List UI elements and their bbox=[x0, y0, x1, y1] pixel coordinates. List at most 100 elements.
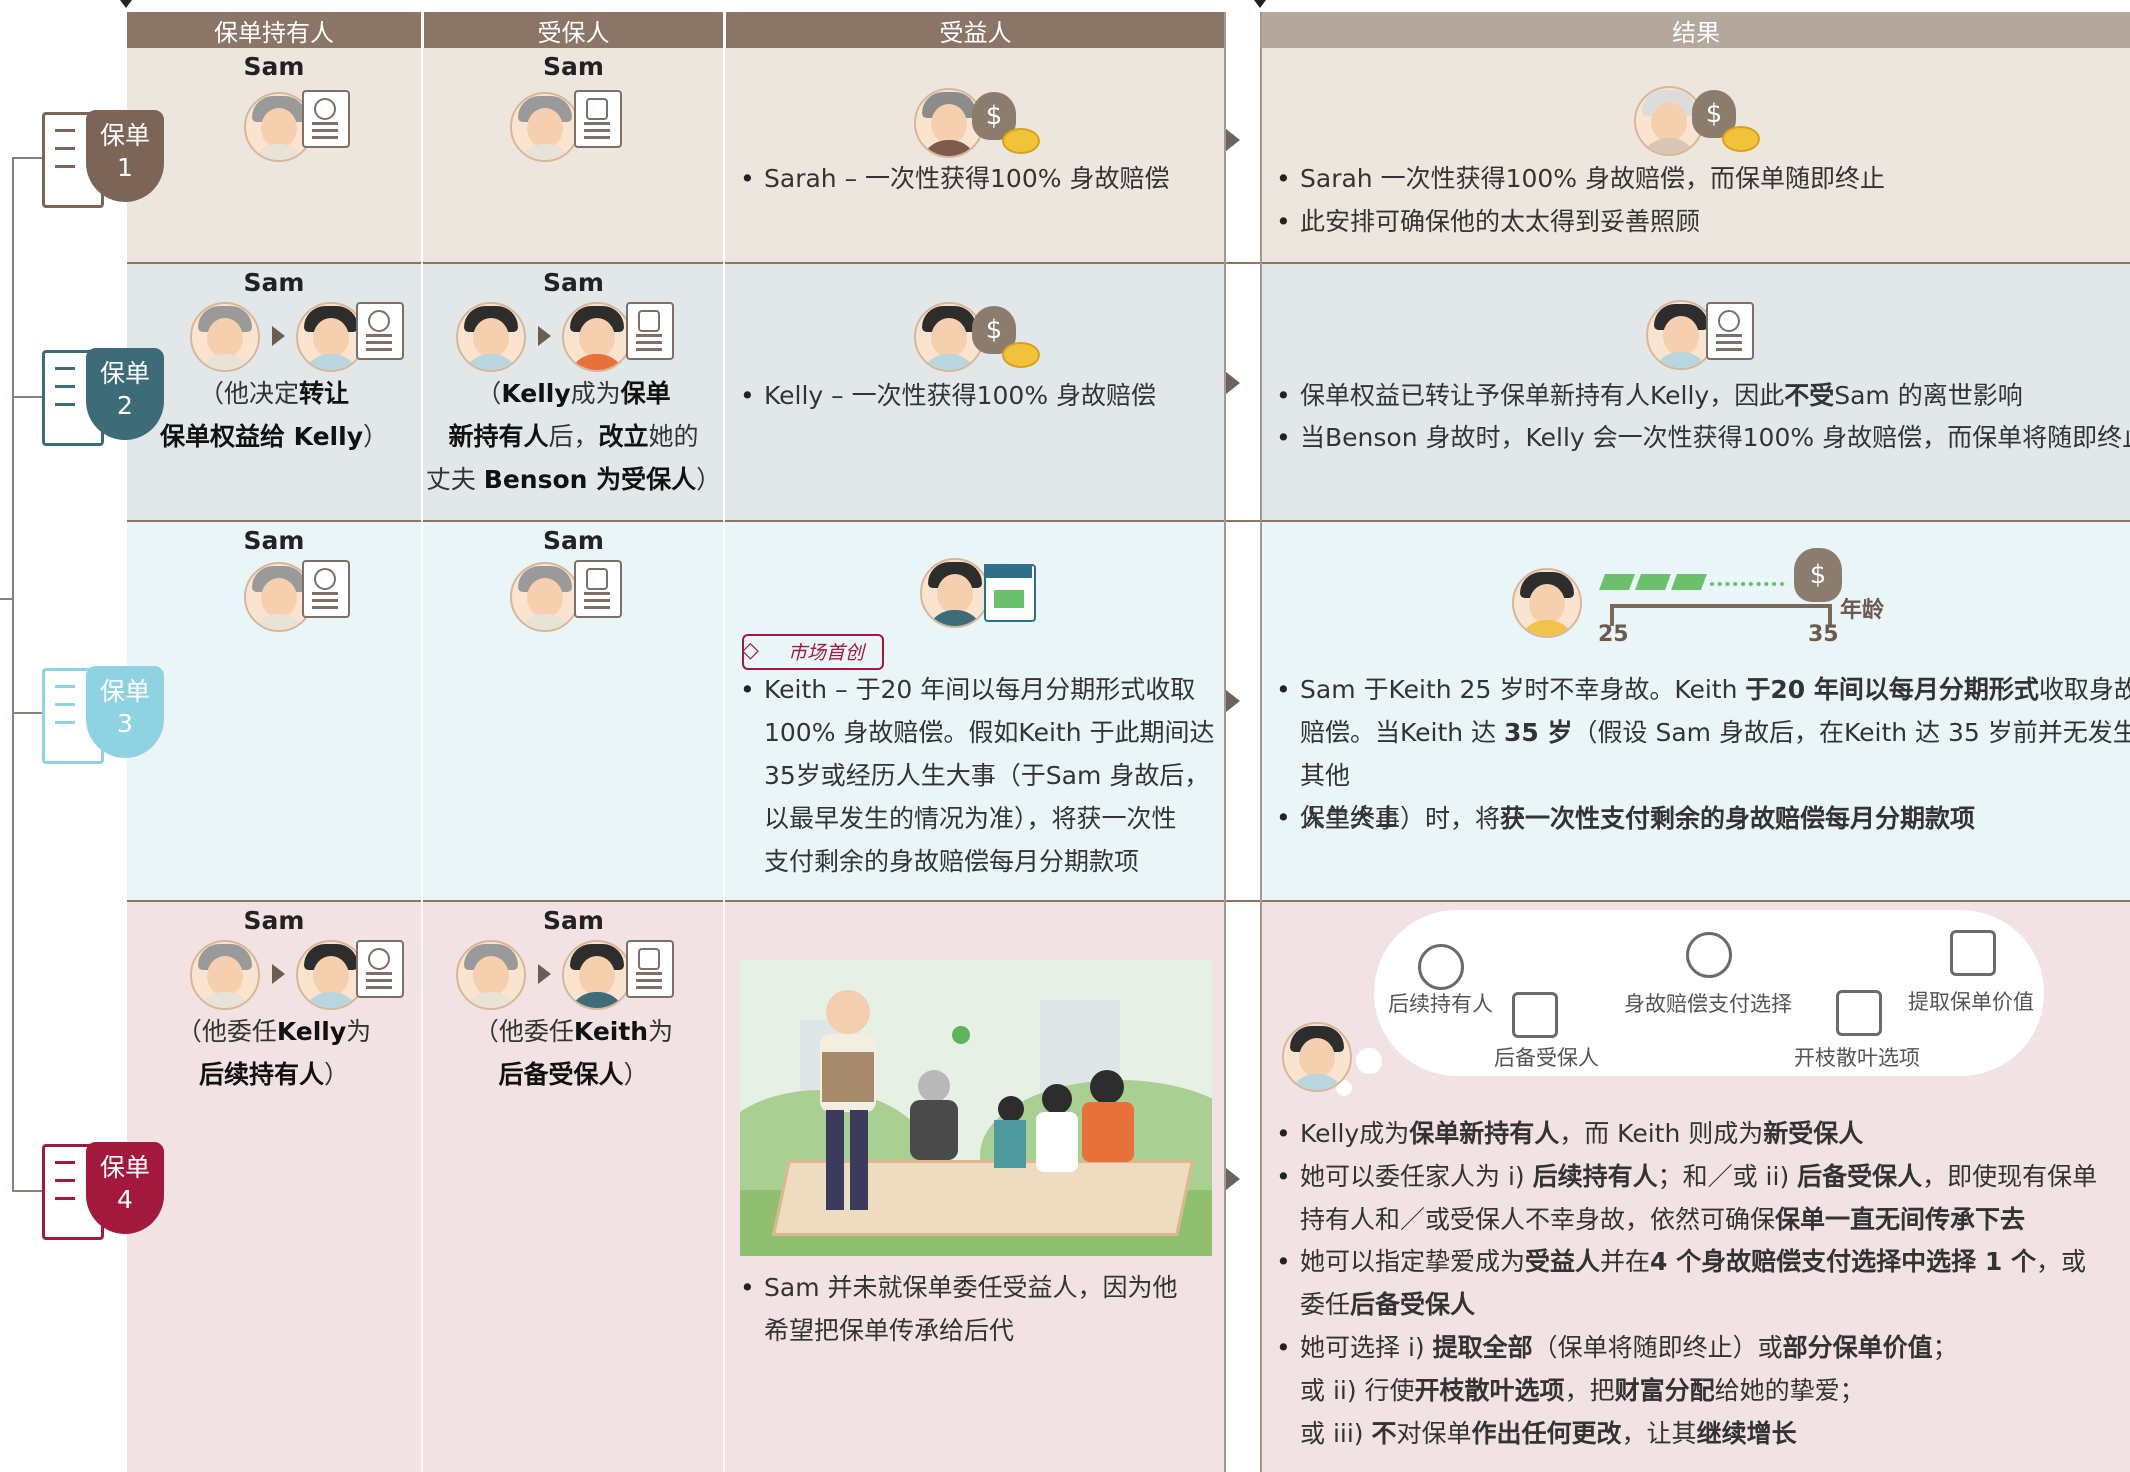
row-2-arrow bbox=[1226, 372, 1240, 394]
insurance-shield-document-icon bbox=[626, 302, 674, 360]
sarah-avatar bbox=[1634, 86, 1704, 156]
result-bullet: 她可以委任家人为 i) 后续持有人；和／或 ii) 后备受保人，即使现有保单 持… bbox=[1274, 1155, 2130, 1241]
policyholder-note: （他决定转让保单权益给 Kelly） bbox=[159, 379, 389, 451]
split-option-label: 开枝散叶选项 bbox=[1794, 1046, 1920, 1070]
transfer-arrow-icon bbox=[538, 964, 551, 984]
top-marker-right bbox=[1254, 0, 1266, 8]
beneficiary-bullet: Kelly – 一次性获得100% 身故赔偿 bbox=[738, 374, 1234, 417]
payout-options-icon bbox=[1686, 932, 1732, 978]
policyholder-note: （他委任Kelly为后续持有人） bbox=[176, 1017, 372, 1089]
market-first-tag-label: 市场首创 bbox=[788, 642, 865, 664]
beneficiary-bullet: Sarah – 一次性获得100% 身故赔偿 bbox=[738, 157, 1234, 200]
row-divider-1 bbox=[127, 262, 2130, 264]
kelly-avatar bbox=[1282, 1022, 1352, 1092]
beneficiary-bullet: Sam 并未就保单委任受益人，因为他 希望把保单传承给后代 bbox=[738, 1266, 1244, 1352]
result-bullet: 保单终止 bbox=[1274, 796, 2130, 839]
kelly-avatar bbox=[456, 302, 526, 372]
age-timeline bbox=[1610, 604, 1832, 626]
policyholder-name: Sam bbox=[243, 906, 305, 935]
policy-number: 3 bbox=[117, 709, 133, 738]
result-bullet: 保单权益已转让予保单新持有人Kelly，因此不受Sam 的离世影响 bbox=[1274, 374, 2130, 417]
insurance-shield-document-icon bbox=[626, 940, 674, 998]
certificate-icon bbox=[356, 302, 404, 360]
diamond-icon: ◇ bbox=[742, 638, 759, 663]
header-policyholder: 保单持有人 bbox=[127, 12, 421, 48]
insured-name: Sam bbox=[543, 268, 604, 297]
keith-avatar bbox=[920, 558, 990, 628]
col-divider-2 bbox=[723, 12, 725, 1472]
thought-dot bbox=[1356, 1048, 1382, 1074]
split-option-icon bbox=[1836, 990, 1882, 1036]
result-bullet: 当Benson 身故时，Kelly 会一次性获得100% 身故赔偿，而保单将随即… bbox=[1274, 416, 2130, 459]
policyholder-name: Sam bbox=[243, 268, 305, 297]
row-4-arrow bbox=[1226, 1168, 1240, 1190]
kelly-avatar bbox=[296, 302, 366, 372]
calendar-money-icon bbox=[984, 564, 1036, 622]
sam-avatar bbox=[510, 92, 580, 162]
policy-badge-label: 保单 bbox=[99, 677, 150, 706]
col-divider-4 bbox=[1260, 12, 1262, 1472]
row-1-bg bbox=[127, 48, 1225, 262]
keith-avatar bbox=[562, 940, 632, 1010]
policy-2-badge: 保单 2 bbox=[86, 348, 164, 440]
timeline-age-label: 年龄 bbox=[1840, 598, 1885, 623]
top-marker-left bbox=[120, 0, 132, 8]
policy-number: 2 bbox=[117, 391, 133, 420]
row-divider-2 bbox=[127, 520, 2130, 522]
sam-avatar bbox=[190, 940, 260, 1010]
coins-icon bbox=[1722, 126, 1760, 152]
policy-badge-label: 保单 bbox=[99, 1153, 150, 1182]
cash-stack-icons bbox=[1599, 574, 1712, 592]
result-bullet: Kelly成为保单新持有人，而 Keith 则成为新受保人 bbox=[1274, 1112, 2130, 1155]
coins-icon bbox=[1002, 342, 1040, 368]
insured-note: （他委任Keith为后备受保人） bbox=[473, 1017, 674, 1089]
insurance-document-icon bbox=[1512, 992, 1558, 1038]
header-result: 结果 bbox=[1262, 12, 2130, 48]
sam-avatar bbox=[456, 940, 526, 1010]
policy-3-badge: 保单 3 bbox=[86, 666, 164, 758]
timeline-start-age: 25 bbox=[1598, 622, 1629, 647]
benson-avatar bbox=[562, 302, 632, 372]
policy-badge-label: 保单 bbox=[99, 121, 150, 150]
policyholder-name: Sam bbox=[243, 52, 305, 81]
policyholder-name: Sam bbox=[243, 526, 305, 555]
certificate-icon bbox=[302, 90, 350, 148]
policy-4-badge: 保单 4 bbox=[86, 1142, 164, 1234]
row-1-arrow bbox=[1226, 129, 1240, 151]
header-beneficiary: 受益人 bbox=[726, 12, 1225, 48]
insured-name: Sam bbox=[543, 52, 604, 81]
family-picnic-illustration bbox=[740, 960, 1212, 1256]
policy-number: 1 bbox=[117, 153, 133, 182]
keith-avatar bbox=[1512, 568, 1582, 638]
certificate-icon bbox=[356, 940, 404, 998]
result-bullet: 此安排可确保他的太太得到妥善照顾 bbox=[1274, 200, 2130, 243]
policy-badge-label: 保单 bbox=[99, 359, 150, 388]
row-divider-3 bbox=[127, 900, 2130, 902]
result-bullet: 她可以指定挚爱成为受益人并在4 个身故赔偿支付选择中选择 1 个，或 委任后备受… bbox=[1274, 1240, 2130, 1326]
backup-insured-label: 后备受保人 bbox=[1494, 1046, 1599, 1070]
policy-1-badge: 保单 1 bbox=[86, 110, 164, 202]
bracket-branch-3 bbox=[12, 712, 42, 714]
col-divider-1 bbox=[421, 12, 423, 1472]
sarah-avatar bbox=[914, 88, 984, 158]
sam-avatar bbox=[244, 562, 314, 632]
result-bullet: Sarah 一次性获得100% 身故赔偿，而保单随即终止 bbox=[1274, 157, 2130, 200]
bracket-branch-4 bbox=[12, 1190, 42, 1192]
insurance-shield-document-icon bbox=[574, 90, 622, 148]
sam-avatar bbox=[510, 562, 580, 632]
left-bracket bbox=[12, 158, 14, 1192]
bracket-branch-1 bbox=[12, 157, 42, 159]
insured-note: （Kelly成为保单新持有人后，改立她的丈夫 Benson 为受保人） bbox=[425, 379, 722, 494]
kelly-avatar bbox=[1646, 300, 1716, 370]
successor-holder-label: 后续持有人 bbox=[1388, 992, 1493, 1016]
header-insured: 受保人 bbox=[424, 12, 723, 48]
certificate-icon bbox=[1706, 302, 1754, 360]
beneficiary-bullet: Keith – 于20 年间以每月分期形式收取 100% 身故赔偿。假如Keit… bbox=[738, 668, 1244, 883]
row-3-arrow bbox=[1226, 690, 1240, 712]
certificate-icon bbox=[302, 560, 350, 618]
policy-number: 4 bbox=[117, 1185, 133, 1214]
insured-name: Sam bbox=[543, 526, 604, 555]
money-bag-icon: $ bbox=[972, 306, 1016, 354]
insured-name: Sam bbox=[543, 906, 604, 935]
bracket-branch-2 bbox=[12, 396, 42, 398]
